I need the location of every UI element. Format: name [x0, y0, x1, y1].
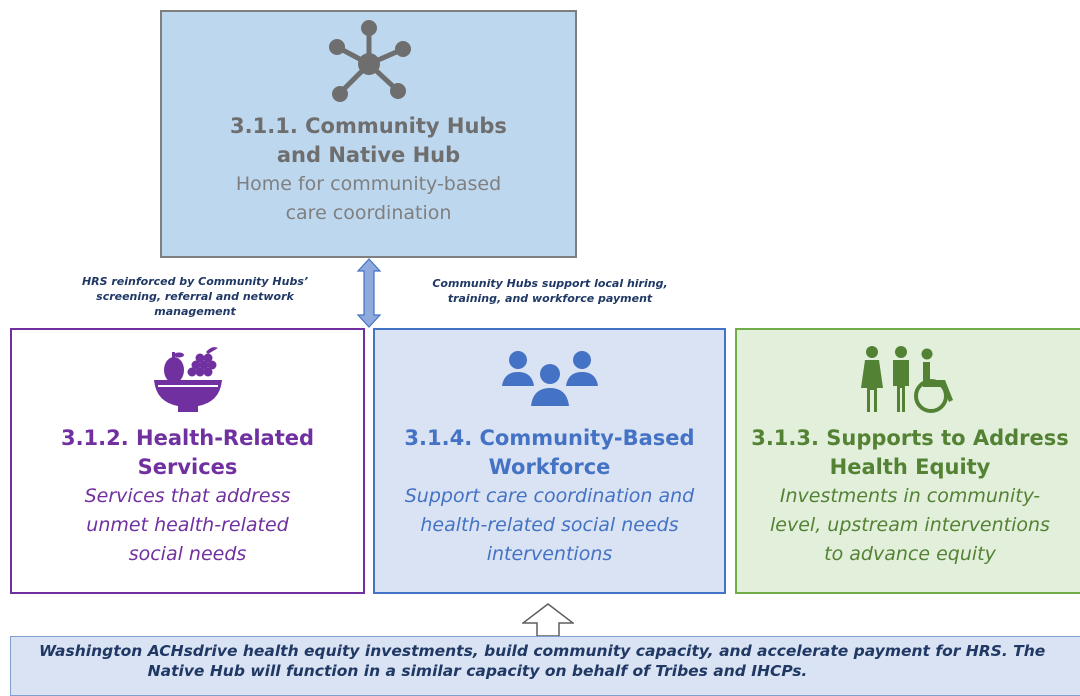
people-group-icon: [501, 351, 598, 406]
footer-line2: Native Hub will function in a similar ca…: [147, 662, 808, 680]
up-arrow: [522, 603, 574, 637]
hrs-reinforced-note: HRS reinforced by Community Hubs’screeni…: [81, 275, 309, 318]
equity-description: Investments in community-level, upstream…: [770, 485, 1050, 565]
footer-banner: Washington ACHsdrive health equity inves…: [10, 636, 1080, 696]
network-hub-icon: [328, 20, 411, 102]
workforce-support-note: Community Hubs support local hiring,trai…: [432, 277, 668, 305]
double-arrow-connector: [356, 258, 382, 328]
fruit-bowl-icon: [153, 347, 222, 412]
footer-line1: Washington ACHsdrive health equity inves…: [39, 642, 1046, 660]
people-accessibility-icon: [861, 346, 953, 413]
